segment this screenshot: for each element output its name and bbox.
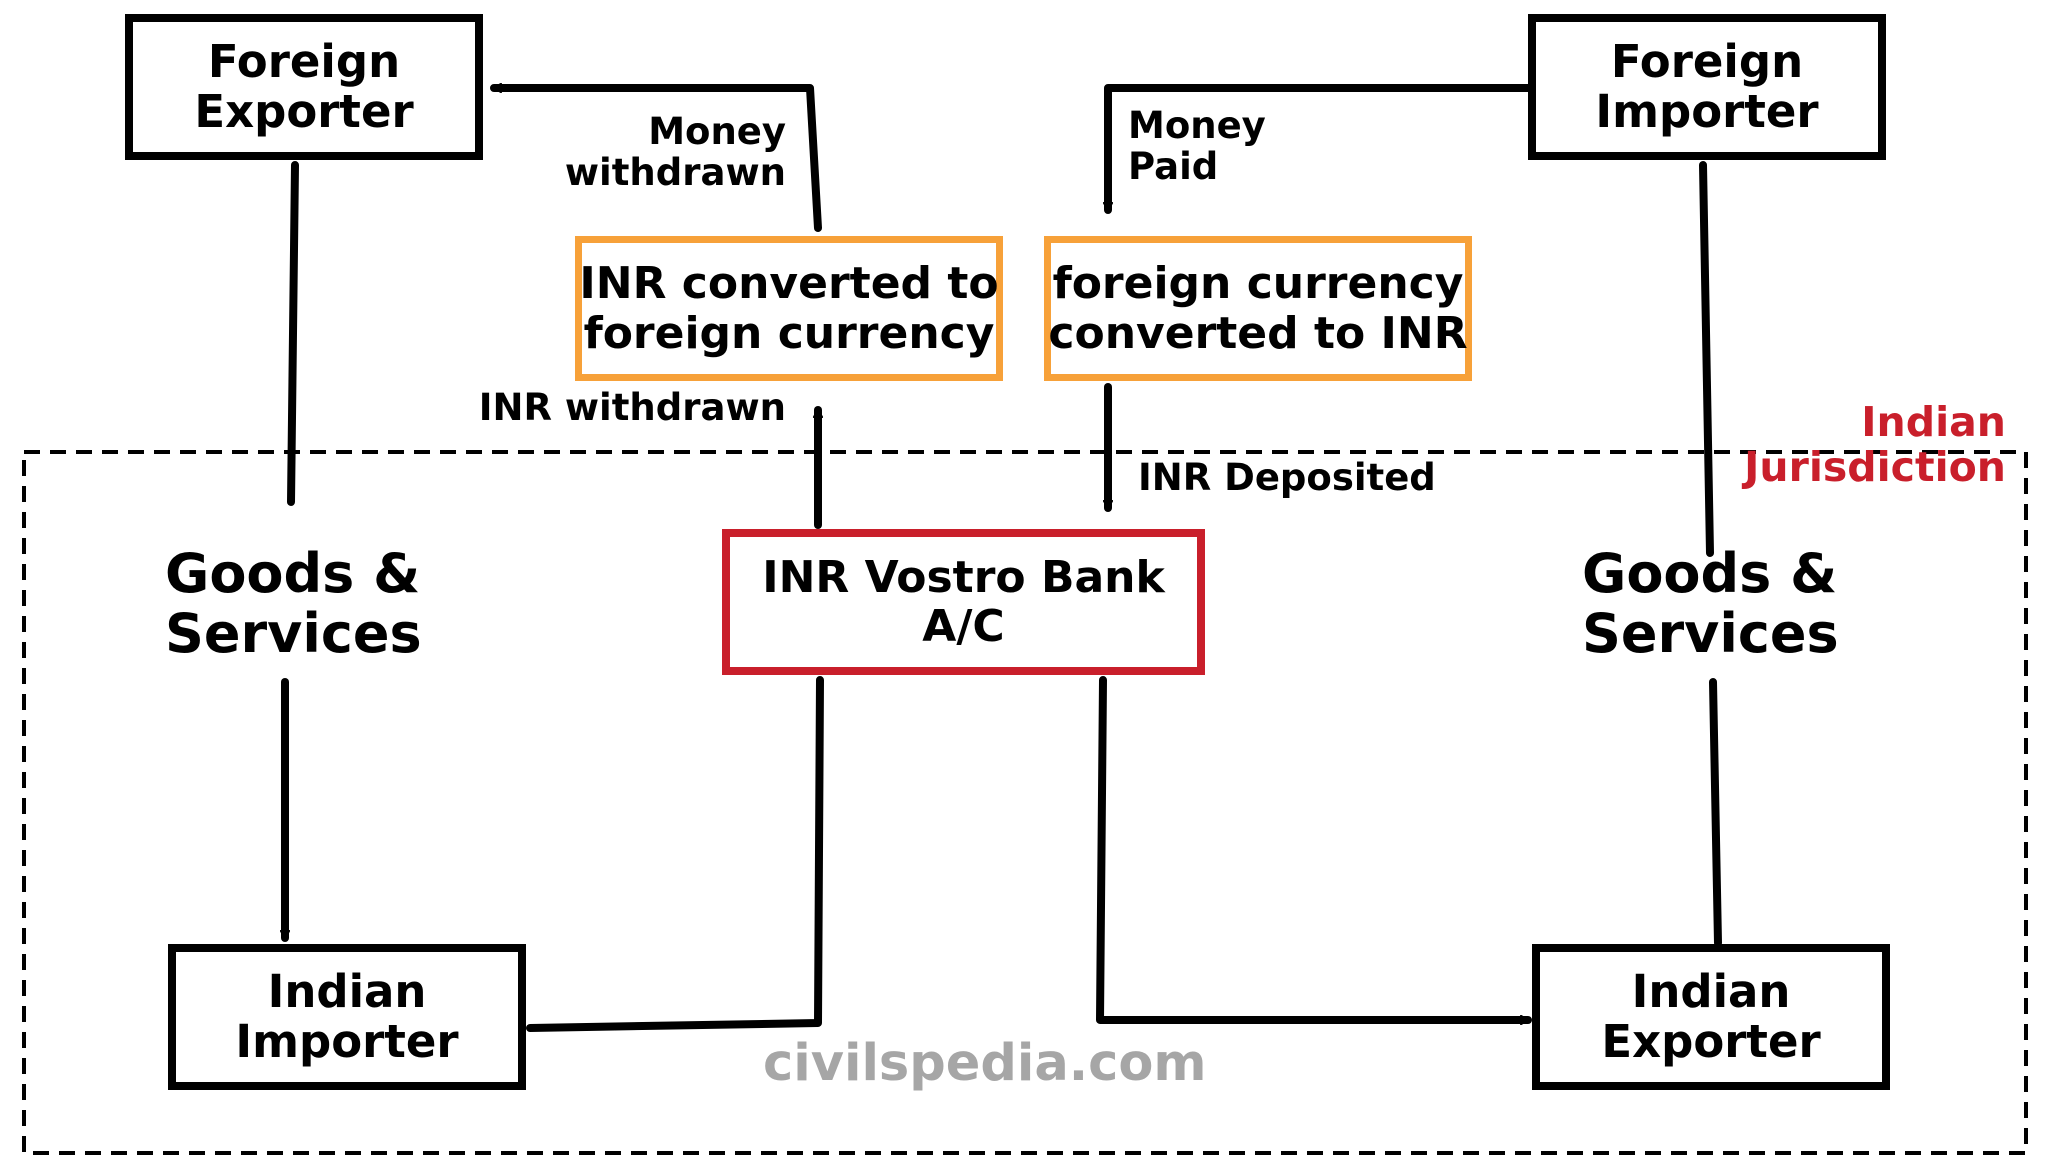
label-line: Services <box>165 602 422 666</box>
inr-to-foreign-conversion-node: INR converted to foreign currency <box>575 236 1003 381</box>
edge-goods-left-upper <box>287 161 299 506</box>
label-line: withdrawn <box>564 150 786 194</box>
foreign-importer-node: Foreign Importer <box>1528 14 1886 160</box>
jurisdiction-boundary <box>22 450 2028 1155</box>
foreign-exporter-node: Foreign Exporter <box>125 14 483 160</box>
node-label-line: foreign currency <box>583 307 995 359</box>
label-line: Services <box>1582 602 1839 666</box>
label-line: Goods & <box>165 542 421 605</box>
label-line: Money <box>648 110 786 153</box>
node-label-line: Exporter <box>1601 1015 1821 1068</box>
node-label-line: Importer <box>1595 85 1819 138</box>
label-line: Goods & <box>1582 542 1838 605</box>
foreign-to-inr-conversion-node: foreign currency converted to INR <box>1044 236 1472 381</box>
node-label-line: Foreign <box>1610 34 1804 88</box>
goods-services-right-label: Goods & Services <box>1582 542 1839 666</box>
edge-vostro-to-exporter <box>1096 676 1532 1020</box>
goods-services-left-label: Goods & Services <box>165 542 422 666</box>
node-label-line: A/C <box>922 601 1005 652</box>
node-label-line: Importer <box>235 1015 459 1068</box>
label-line: Indian <box>1861 398 2006 446</box>
edge-money-withdrawn <box>490 88 822 232</box>
money-withdrawn-label: Money withdrawn <box>564 110 786 194</box>
label-line: Jurisdiction <box>1744 443 2006 492</box>
edge-importer-to-vostro <box>526 676 824 1032</box>
node-label-line: converted to INR <box>1048 307 1468 359</box>
node-label-line: Exporter <box>194 85 414 138</box>
indian-jurisdiction-label: Indian Jurisdiction <box>1744 398 2006 492</box>
inr-withdrawn-label: INR withdrawn <box>478 386 786 429</box>
watermark-text: civilspedia.com <box>763 1034 1207 1093</box>
inr-deposited-label: INR Deposited <box>1138 456 1436 499</box>
vostro-account-node: INR Vostro Bank A/C <box>722 529 1205 675</box>
label-line: Money <box>1128 104 1266 147</box>
label-line: Paid <box>1128 144 1219 188</box>
edge-goods-right-lower <box>1709 678 1722 947</box>
node-label-line: Indian <box>1631 964 1791 1018</box>
node-label-line: Foreign <box>207 34 401 88</box>
money-paid-label: Money Paid <box>1128 104 1266 188</box>
node-label-line: foreign currency <box>1052 258 1464 310</box>
edge-money-paid <box>1108 84 1532 214</box>
node-label-line: INR converted to <box>579 258 999 310</box>
indian-importer-node: Indian Importer <box>168 944 526 1090</box>
indian-exporter-node: Indian Exporter <box>1532 944 1890 1090</box>
node-label-line: INR Vostro Bank <box>762 551 1165 603</box>
edge-goods-right-upper <box>1699 161 1714 557</box>
node-label-line: Indian <box>267 964 427 1018</box>
